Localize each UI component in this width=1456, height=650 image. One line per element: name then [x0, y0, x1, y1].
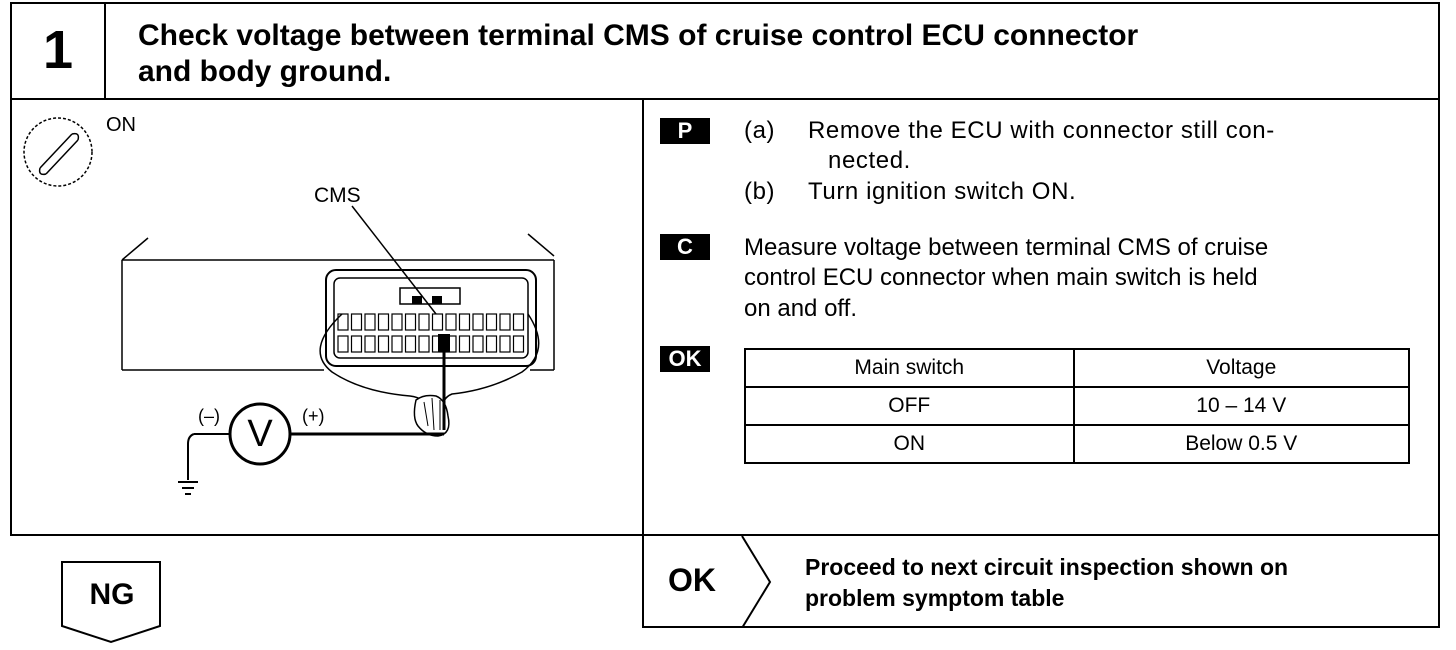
connector-pin: [377, 313, 390, 331]
connector-pin: [377, 335, 390, 353]
connector-pin: [458, 335, 471, 353]
frame-bottom-right: [642, 626, 1440, 628]
cms-terminal-label: CMS: [314, 184, 361, 207]
table-cell: Below 0.5 V: [1072, 424, 1410, 464]
item-b-text: Turn ignition switch ON.: [808, 178, 1077, 205]
connector-pin: [499, 313, 511, 331]
ok-result-label: OK: [668, 562, 716, 598]
positive-lead-label: (+): [302, 406, 325, 426]
ok-chevron: [741, 536, 772, 628]
table-row: ON Below 0.5 V: [744, 424, 1410, 464]
ground-icon: [178, 481, 198, 495]
ng-result-label: NG: [89, 578, 135, 611]
ng-arrow-box: [61, 561, 161, 644]
connector-pin: [337, 313, 349, 331]
connector-pin: [499, 335, 511, 353]
title-divider: [10, 98, 1440, 100]
check-badge: C: [660, 234, 710, 260]
connector-pin: [512, 335, 525, 353]
connector-pins-bottom: [337, 335, 525, 353]
connector-pin: [485, 313, 498, 331]
ok-row-top: [642, 534, 1440, 536]
connector-pin: [472, 313, 484, 331]
connector-pin: [512, 313, 525, 331]
connector-pin: [391, 335, 403, 353]
ok-instruction-line-2: problem symptom table: [805, 585, 1065, 611]
wiring-diagram: [23, 117, 555, 495]
connector-pin: [404, 313, 417, 331]
frame-top: [10, 2, 1440, 4]
check-line-3: on and off.: [744, 295, 857, 322]
ignition-key-icon: [23, 117, 93, 187]
voltage-spec-table: Main switch Voltage OFF 10 – 14 V ON Bel…: [744, 348, 1410, 464]
frame-left: [10, 2, 12, 536]
connector-pin: [337, 335, 349, 353]
connector-pins-top: [337, 313, 525, 331]
ok-result-instruction: Proceed to next circuit inspection shown…: [805, 552, 1425, 614]
table-cell: ON: [744, 424, 1075, 464]
table-cell: 10 – 14 V: [1072, 386, 1410, 426]
connector-pin: [391, 313, 403, 331]
ok-instruction-line-1: Proceed to next circuit inspection shown…: [805, 554, 1289, 580]
step-number: 1: [42, 20, 74, 80]
diagram-bottom: [10, 534, 644, 536]
connector-pin: [404, 335, 417, 353]
table-cell: OFF: [744, 386, 1075, 426]
voltmeter-symbol: V: [247, 413, 273, 455]
item-a-line-1: Remove the ECU with connector still con-: [808, 117, 1275, 144]
connector-pin: [431, 313, 444, 331]
step-title-line-2: and body ground.: [138, 55, 392, 88]
table-header-row: Main switch Voltage: [744, 348, 1410, 388]
ignition-on-label: ON: [106, 114, 136, 136]
connector-pin: [364, 313, 376, 331]
check-line-1: Measure voltage between terminal CMS of …: [744, 234, 1269, 261]
ok-badge: OK: [660, 346, 710, 372]
item-a-line-2: nected.: [828, 147, 911, 174]
negative-lead-label: (–): [198, 406, 220, 426]
prep-badge: P: [660, 118, 710, 144]
connector-pin: [350, 335, 363, 353]
cms-leader-line: [351, 205, 437, 315]
connector-pin: [350, 313, 363, 331]
connector-pin: [418, 335, 430, 353]
step-title-line-1: Check voltage between terminal CMS of cr…: [138, 19, 1139, 52]
connector-pin: [418, 313, 430, 331]
ecu-connector: [325, 269, 537, 367]
connector-pin: [485, 335, 498, 353]
harness-wires: [319, 313, 540, 437]
frame-right: [1438, 2, 1440, 628]
table-row: OFF 10 – 14 V: [744, 386, 1410, 426]
connector-pin: [458, 313, 471, 331]
column-divider: [642, 100, 644, 628]
connector-pin: [472, 335, 484, 353]
table-header-voltage: Voltage: [1072, 348, 1410, 388]
table-header-main-switch: Main switch: [744, 348, 1075, 388]
step-number-divider: [104, 2, 106, 98]
connector-pin: [364, 335, 376, 353]
item-b-marker: (b): [744, 178, 776, 205]
ecu-body: [121, 233, 555, 371]
check-line-2: control ECU connector when main switch i…: [744, 264, 1258, 291]
connector-pin: [445, 313, 457, 331]
step-title: Check voltage between terminal CMS of cr…: [138, 18, 1418, 90]
item-a-marker: (a): [744, 117, 776, 144]
